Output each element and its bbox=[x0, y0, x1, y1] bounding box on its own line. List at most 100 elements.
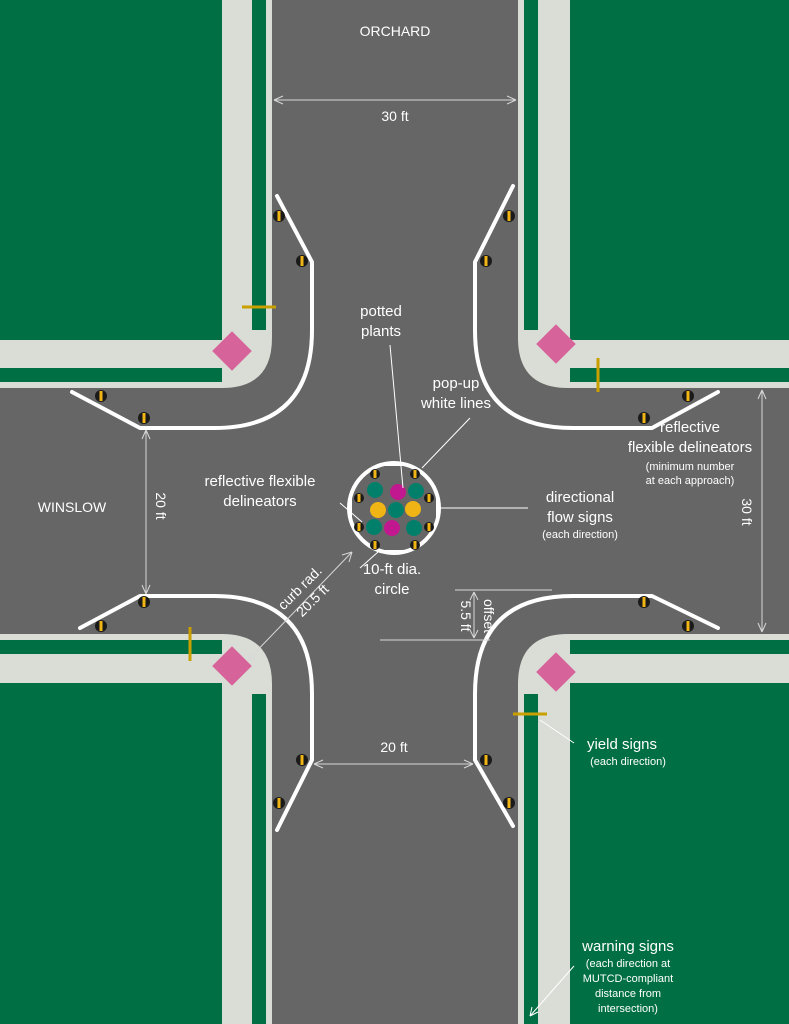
delineator-post bbox=[410, 469, 420, 479]
delineator-post bbox=[138, 596, 150, 608]
delineator-post bbox=[410, 540, 420, 550]
dimension-label-orchard-width: 30 ft bbox=[381, 108, 408, 124]
potted-plant bbox=[370, 502, 386, 518]
delineator-post bbox=[95, 390, 107, 402]
dimension-label-winslow-narrow: 20 ft bbox=[153, 492, 169, 519]
road-corner-nw bbox=[222, 338, 272, 388]
arrow-right bbox=[506, 95, 517, 105]
delineator-post bbox=[370, 469, 380, 479]
arrow-warning-signs bbox=[529, 1006, 539, 1017]
delineator-post bbox=[273, 797, 285, 809]
delineators-right-note: at each approach) bbox=[646, 475, 735, 487]
popup-line-se bbox=[473, 594, 720, 828]
arrow-right bbox=[463, 759, 474, 769]
arrow-down bbox=[141, 584, 151, 595]
yield-signs bbox=[188, 305, 600, 716]
delineator-post bbox=[638, 596, 650, 608]
potted-plant bbox=[390, 484, 406, 500]
grass-strip bbox=[252, 694, 266, 1024]
labels: ORCHARD WINSLOW 30 ft 20 ft 20 ft 30 ft … bbox=[38, 23, 755, 1015]
delineator-post bbox=[138, 412, 150, 424]
arrow-down bbox=[469, 629, 479, 639]
potted-plant bbox=[384, 520, 400, 536]
popup-lines-label: pop-up bbox=[433, 375, 480, 392]
dimension-lines bbox=[141, 95, 767, 769]
delineator-post bbox=[503, 210, 515, 222]
leader-popup-lines bbox=[421, 417, 471, 469]
grass-strip bbox=[0, 640, 222, 654]
arrow-up bbox=[757, 389, 767, 400]
delineators-right-label: flexible delineators bbox=[628, 439, 752, 456]
center-island bbox=[347, 461, 441, 555]
leader-delineators-left bbox=[339, 502, 363, 523]
leader-circle bbox=[359, 551, 379, 569]
delineators-left-label: delineators bbox=[223, 493, 296, 510]
warning-signs-note: MUTCD-compliant bbox=[583, 973, 673, 985]
delineator-post bbox=[638, 412, 650, 424]
delineator-post bbox=[296, 754, 308, 766]
directional-signs-label: flow signs bbox=[547, 509, 613, 526]
grass-strip bbox=[0, 368, 222, 382]
grass-strip bbox=[524, 0, 538, 330]
corner-marker-nw bbox=[212, 331, 252, 371]
delineator-post bbox=[370, 540, 380, 550]
directional-signs-note: (each direction) bbox=[542, 529, 618, 541]
potted-plant bbox=[408, 483, 424, 499]
potted-plant bbox=[388, 502, 404, 518]
potted-plants-label: plants bbox=[361, 323, 401, 340]
corner-marker-sw bbox=[212, 646, 252, 686]
grass-block-nw bbox=[0, 0, 222, 340]
arrow-left bbox=[313, 759, 324, 769]
leader-lines bbox=[339, 344, 575, 1017]
grass-block-sw bbox=[0, 683, 222, 1024]
dimension-label-orchard-narrow: 20 ft bbox=[380, 739, 407, 755]
delineator-post bbox=[354, 493, 364, 503]
circle-label: circle bbox=[374, 581, 409, 598]
grass-block-ne bbox=[570, 0, 789, 340]
street-label-winslow: WINSLOW bbox=[38, 499, 107, 515]
grass-block-se bbox=[570, 683, 789, 1024]
delineator-post bbox=[273, 210, 285, 222]
corner-marker-ne bbox=[536, 324, 576, 364]
potted-plants bbox=[366, 482, 424, 536]
leader-warning-signs bbox=[529, 965, 575, 1017]
potted-plant bbox=[366, 519, 382, 535]
warning-signs-note: intersection) bbox=[598, 1003, 658, 1015]
dimension-curb-radius bbox=[247, 551, 353, 661]
corner-marker-se bbox=[536, 652, 576, 692]
potted-plants-label: potted bbox=[360, 303, 402, 320]
arrow-up bbox=[141, 429, 151, 440]
delineator-post bbox=[480, 255, 492, 267]
grass-strip bbox=[570, 368, 789, 382]
arrow-left bbox=[273, 95, 284, 105]
arrow-curb-radius bbox=[341, 551, 353, 563]
street-label-orchard: ORCHARD bbox=[360, 23, 431, 39]
popup-lines-label: white lines bbox=[420, 395, 491, 412]
delineator-post bbox=[354, 522, 364, 532]
directional-flow-signs bbox=[350, 464, 438, 552]
flexible-delineators bbox=[95, 210, 694, 809]
road-corner-se bbox=[518, 634, 568, 684]
delineator-post bbox=[424, 493, 434, 503]
island-delineators bbox=[354, 469, 434, 550]
leader-potted-plants bbox=[389, 344, 404, 489]
delineators-right-note: (minimum number bbox=[646, 461, 735, 473]
popup-line-ne bbox=[473, 184, 720, 430]
delineator-post bbox=[682, 620, 694, 632]
delineators-right-label: reflective bbox=[660, 419, 720, 436]
yield-signs-note: (each direction) bbox=[590, 756, 666, 768]
corner-markers bbox=[212, 324, 576, 692]
leader-yield-signs bbox=[539, 719, 575, 744]
delineator-post bbox=[296, 255, 308, 267]
road-corner-sw bbox=[222, 634, 272, 684]
offset-value-label: 5.5 ft bbox=[458, 600, 474, 631]
grass-strip bbox=[252, 0, 266, 330]
warning-signs-note: (each direction at bbox=[586, 958, 670, 970]
grass-strip bbox=[524, 694, 538, 1024]
popup-line-nw bbox=[70, 194, 314, 430]
road-corner-ne bbox=[518, 338, 568, 388]
delineators-left-label: reflective flexible bbox=[205, 473, 316, 490]
directional-signs-label: directional bbox=[546, 489, 614, 506]
